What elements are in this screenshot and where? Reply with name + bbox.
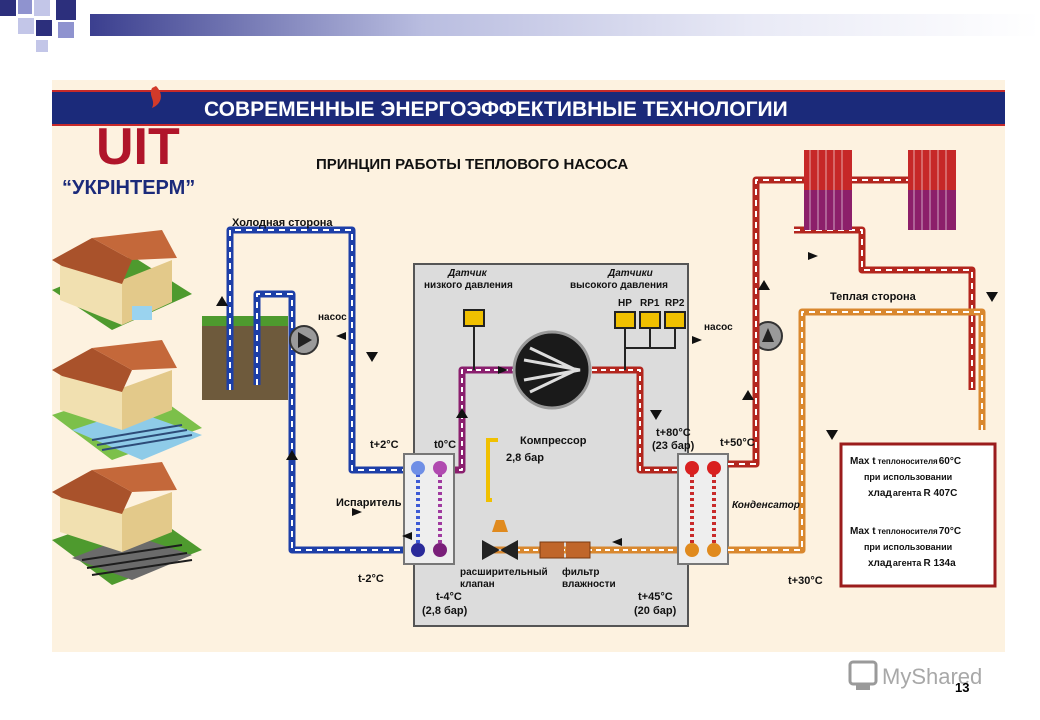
svg-text:UIT: UIT: [96, 118, 180, 176]
evaporator: [403, 453, 455, 565]
label-valve-1: расширительный: [460, 567, 548, 578]
label-rp1: RP1: [640, 298, 660, 309]
label-t-plus80: t+80°C: [656, 427, 691, 439]
heat-pump-diagram: СОВРЕМЕННЫЕ ЭНЕРГОЭФФЕКТИВНЫЕ ТЕХНОЛОГИИ…: [52, 80, 1005, 652]
gauge-line: [486, 438, 498, 502]
diagram-title: ПРИНЦИП РАБОТЫ ТЕПЛОВОГО НАСОСА: [316, 156, 628, 173]
label-t-0: t0°C: [434, 439, 456, 451]
low-pressure-sensor: [463, 309, 485, 370]
page-number: 13: [955, 680, 970, 695]
ground-block: [202, 318, 288, 400]
label-condenser: Конденсатор: [732, 500, 800, 511]
compressor: [512, 330, 592, 410]
label-pump-right: насос: [704, 322, 733, 333]
uit-logo: UIT: [96, 86, 180, 176]
radiator-2: [908, 150, 956, 230]
label-t-plus2: t+2°C: [370, 439, 399, 451]
label-t-plus80-p: (23 бар): [652, 440, 695, 452]
title-bar: [52, 92, 1005, 124]
label-sensor-high-1: Датчики: [607, 268, 653, 279]
label-t-minus4-p: (2,8 бар): [422, 605, 468, 617]
myshared-watermark: MyShared: [848, 656, 1008, 696]
label-t-plus30: t+30°C: [788, 575, 823, 587]
info-1-line2: при использовании: [864, 472, 952, 482]
house-ground-loop: [52, 462, 202, 585]
info-box: [839, 442, 997, 588]
label-cold-side: Холодная сторона: [232, 217, 333, 229]
moisture-filter: [539, 541, 591, 559]
label-t-plus45-p: (20 бар): [634, 605, 677, 617]
high-pressure-sensors: [614, 311, 686, 370]
company-name: “УКРІНТЕРМ”: [62, 177, 195, 199]
label-t-minus4: t-4°C: [436, 591, 462, 603]
label-warm-side: Теплая сторона: [830, 291, 917, 303]
condenser: [677, 453, 729, 565]
label-filter-1: фильтр: [562, 566, 600, 578]
info-2-line2: при использовании: [864, 542, 952, 552]
label-pressure-28: 2,8 бар: [506, 452, 544, 464]
label-sensor-low-1: Датчик: [447, 268, 488, 279]
label-sensor-low-2: низкого давления: [424, 280, 513, 291]
label-t-plus45: t+45°C: [638, 591, 673, 603]
label-t-plus50: t+50°C: [720, 437, 755, 449]
label-rp2: RP2: [665, 298, 685, 309]
label-compressor: Компрессор: [520, 435, 587, 447]
pump-left: [289, 325, 319, 355]
expansion-valve: [482, 520, 518, 560]
label-pump-left: насос: [318, 312, 347, 323]
house-horizontal-pool: [52, 340, 202, 460]
house-vertical-probe: [52, 230, 192, 330]
label-sensor-high-2: высокого давления: [570, 280, 668, 291]
label-filter-2: влажности: [562, 579, 616, 590]
flow-arrows: [216, 252, 998, 546]
radiator-1: [804, 150, 852, 230]
label-valve-2: клапан: [460, 579, 495, 590]
label-hp: HP: [618, 298, 632, 309]
decorative-squares: [0, 0, 120, 60]
pump-right: [753, 321, 783, 351]
header-title: СОВРЕМЕННЫЕ ЭНЕРГОЭФФЕКТИВНЫЕ ТЕХНОЛОГИИ: [204, 98, 788, 121]
watermark-text: MyShared: [882, 664, 982, 689]
label-evaporator: Испаритель: [336, 497, 402, 509]
header-gradient-bar: [90, 14, 1040, 36]
label-t-minus2: t-2°C: [358, 573, 384, 585]
cold-loop-pipes: [226, 226, 414, 554]
